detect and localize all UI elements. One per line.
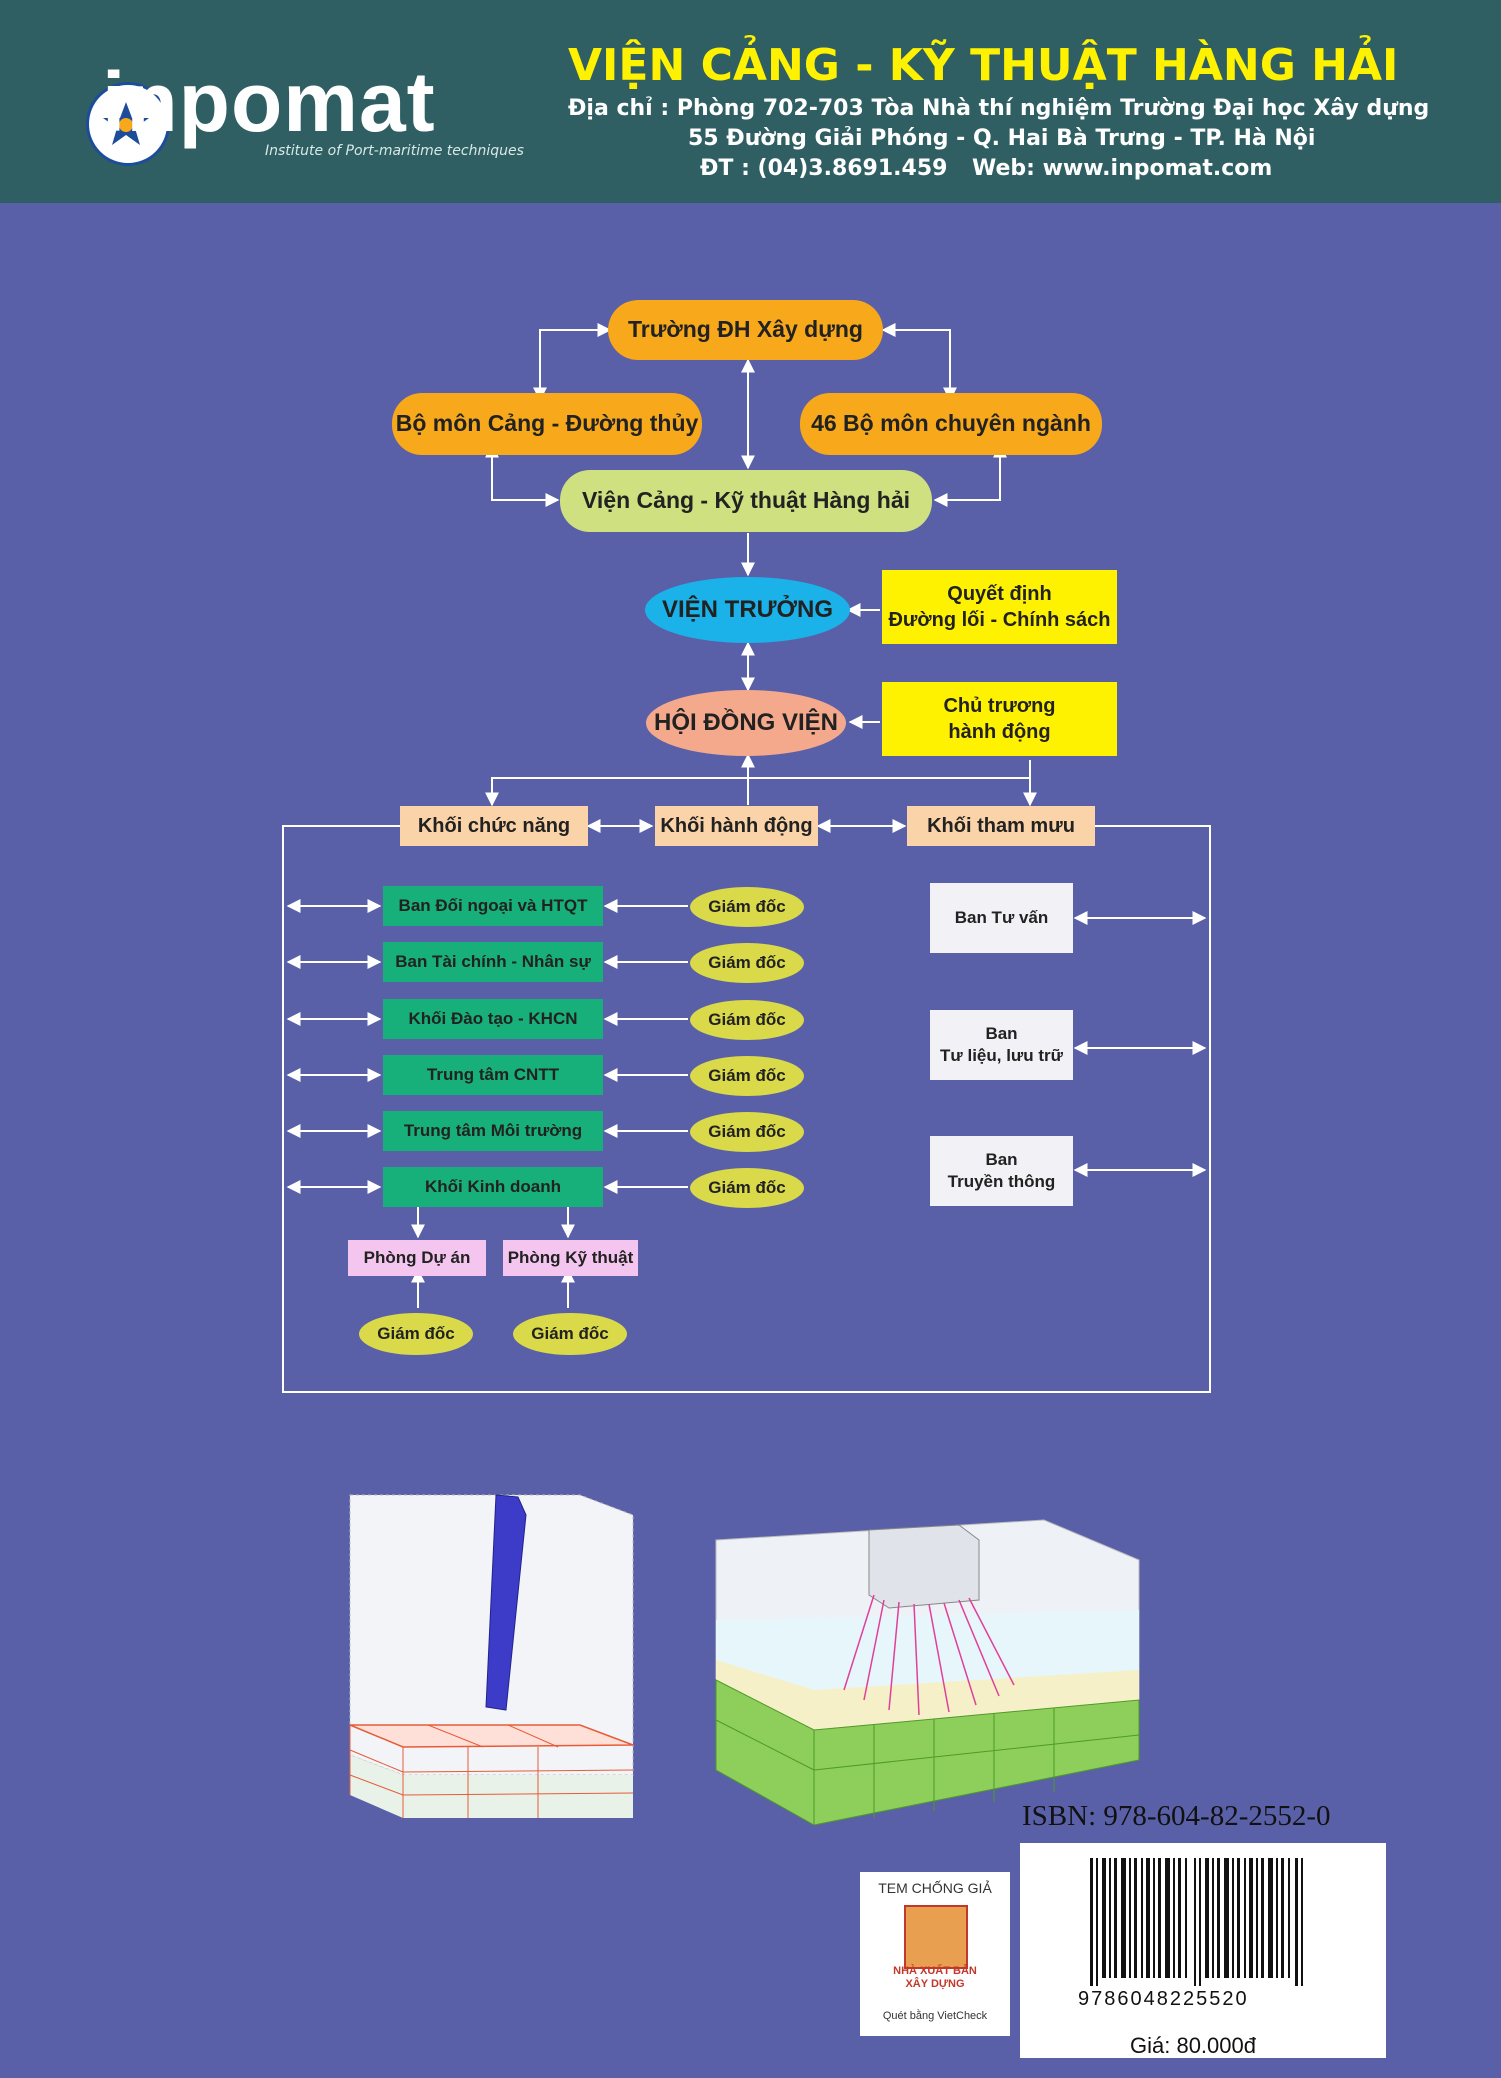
node-council: HỘI ĐỒNG VIỆN — [646, 690, 846, 756]
unit-1: Ban Tài chính - Nhân sự — [383, 942, 603, 982]
decision-line-1: Quyết định — [947, 583, 1052, 605]
pile-fem-model-image — [349, 1494, 634, 1818]
stamp-publisher: NHÀ XUẤT BẢN XÂY DỰNG — [866, 1965, 1004, 1991]
logo-wordmark: inpomat — [102, 55, 436, 149]
advisory-archive-line-2: Tư liệu, lưu trữ — [940, 1046, 1063, 1065]
policy-line-1: Chủ trương — [943, 695, 1056, 717]
node-policy: Chủ trương hành động — [882, 682, 1117, 756]
barcode-digits: 9786048225520 — [1078, 1988, 1249, 2010]
logo-subtitle: Institute of Port-maritime techniques — [265, 143, 524, 159]
advisory-archive: Ban Tư liệu, lưu trữ — [930, 1010, 1073, 1080]
unit-5: Khối Kinh doanh — [383, 1167, 603, 1207]
advisory-media-line-2: Truyền thông — [947, 1172, 1056, 1191]
decision-line-2: Đường lối - Chính sách — [888, 609, 1111, 631]
unit-2: Khối Đào tạo - KHCN — [383, 999, 603, 1039]
manager-oval-0: Giám đốc — [690, 887, 804, 927]
star-icon — [103, 102, 149, 145]
node-institute: Viện Cảng - Kỹ thuật Hàng hải — [560, 470, 932, 532]
manager-oval-tech: Giám đốc — [513, 1313, 627, 1355]
diagram-connectors — [282, 323, 1211, 1393]
stamp-publisher-line-2: XÂY DỰNG — [905, 1978, 965, 1991]
unit-4: Trung tâm Môi trường — [383, 1111, 603, 1151]
node-university: Trường ĐH Xây dựng — [608, 300, 883, 360]
node-block-action: Khối hành động — [655, 806, 818, 846]
unit-3: Trung tâm CNTT — [383, 1055, 603, 1095]
manager-oval-project: Giám đốc — [359, 1313, 473, 1355]
advisory-media-line-1: Ban — [985, 1149, 1018, 1169]
policy-line-2: hành động — [948, 721, 1051, 743]
advisory-media: Ban Truyền thông — [930, 1136, 1073, 1206]
manager-oval-5: Giám đốc — [690, 1168, 804, 1208]
advisory-consulting: Ban Tư vấn — [930, 883, 1073, 953]
node-block-advisory: Khối tham mưu — [907, 806, 1095, 846]
node-dept-port: Bộ môn Cảng - Đường thủy — [392, 393, 702, 455]
manager-oval-4: Giám đốc — [690, 1112, 804, 1152]
node-dept-46: 46 Bộ môn chuyên ngành — [800, 393, 1102, 455]
node-block-function: Khối chức năng — [400, 806, 588, 846]
node-director: VIỆN TRƯỞNG — [645, 577, 850, 643]
manager-oval-1: Giám đốc — [690, 943, 804, 983]
publisher-logo-icon — [904, 1905, 968, 1969]
phone-number: ĐT : (04)3.8691.459 — [700, 156, 948, 181]
room-project: Phòng Dự án — [348, 1240, 486, 1276]
barcode-panel — [1020, 1843, 1386, 2058]
barcode-icon — [1090, 1858, 1303, 1986]
header-banner — [0, 0, 1501, 203]
isbn-label: ISBN: 978-604-82-2552-0 — [1022, 1800, 1331, 1832]
address-line-2: 55 Đường Giải Phóng - Q. Hai Bà Trưng - … — [688, 126, 1316, 151]
institute-name: VIỆN CẢNG - KỸ THUẬT HÀNG HẢI — [568, 40, 1399, 91]
stamp-title: TEM CHỐNG GIẢ — [878, 1880, 992, 1896]
pilegroup-fem-model-image — [715, 1519, 1140, 1825]
node-decision: Quyết định Đường lối - Chính sách — [882, 570, 1117, 644]
manager-oval-2: Giám đốc — [690, 1000, 804, 1040]
manager-oval-3: Giám đốc — [690, 1056, 804, 1096]
unit-0: Ban Đối ngoại và HTQT — [383, 886, 603, 926]
room-tech: Phòng Kỹ thuật — [503, 1240, 638, 1276]
price-label: Giá: 80.000đ — [1130, 2033, 1256, 2058]
stamp-scan-note: Quét bằng VietCheck — [882, 2010, 988, 2022]
address-line-1: Địa chỉ : Phòng 702-703 Tòa Nhà thí nghi… — [568, 96, 1430, 121]
advisory-archive-line-1: Ban — [985, 1023, 1018, 1043]
website-url: Web: www.inpomat.com — [972, 156, 1273, 181]
stamp-publisher-line-1: NHÀ XUẤT BẢN — [893, 1965, 977, 1977]
